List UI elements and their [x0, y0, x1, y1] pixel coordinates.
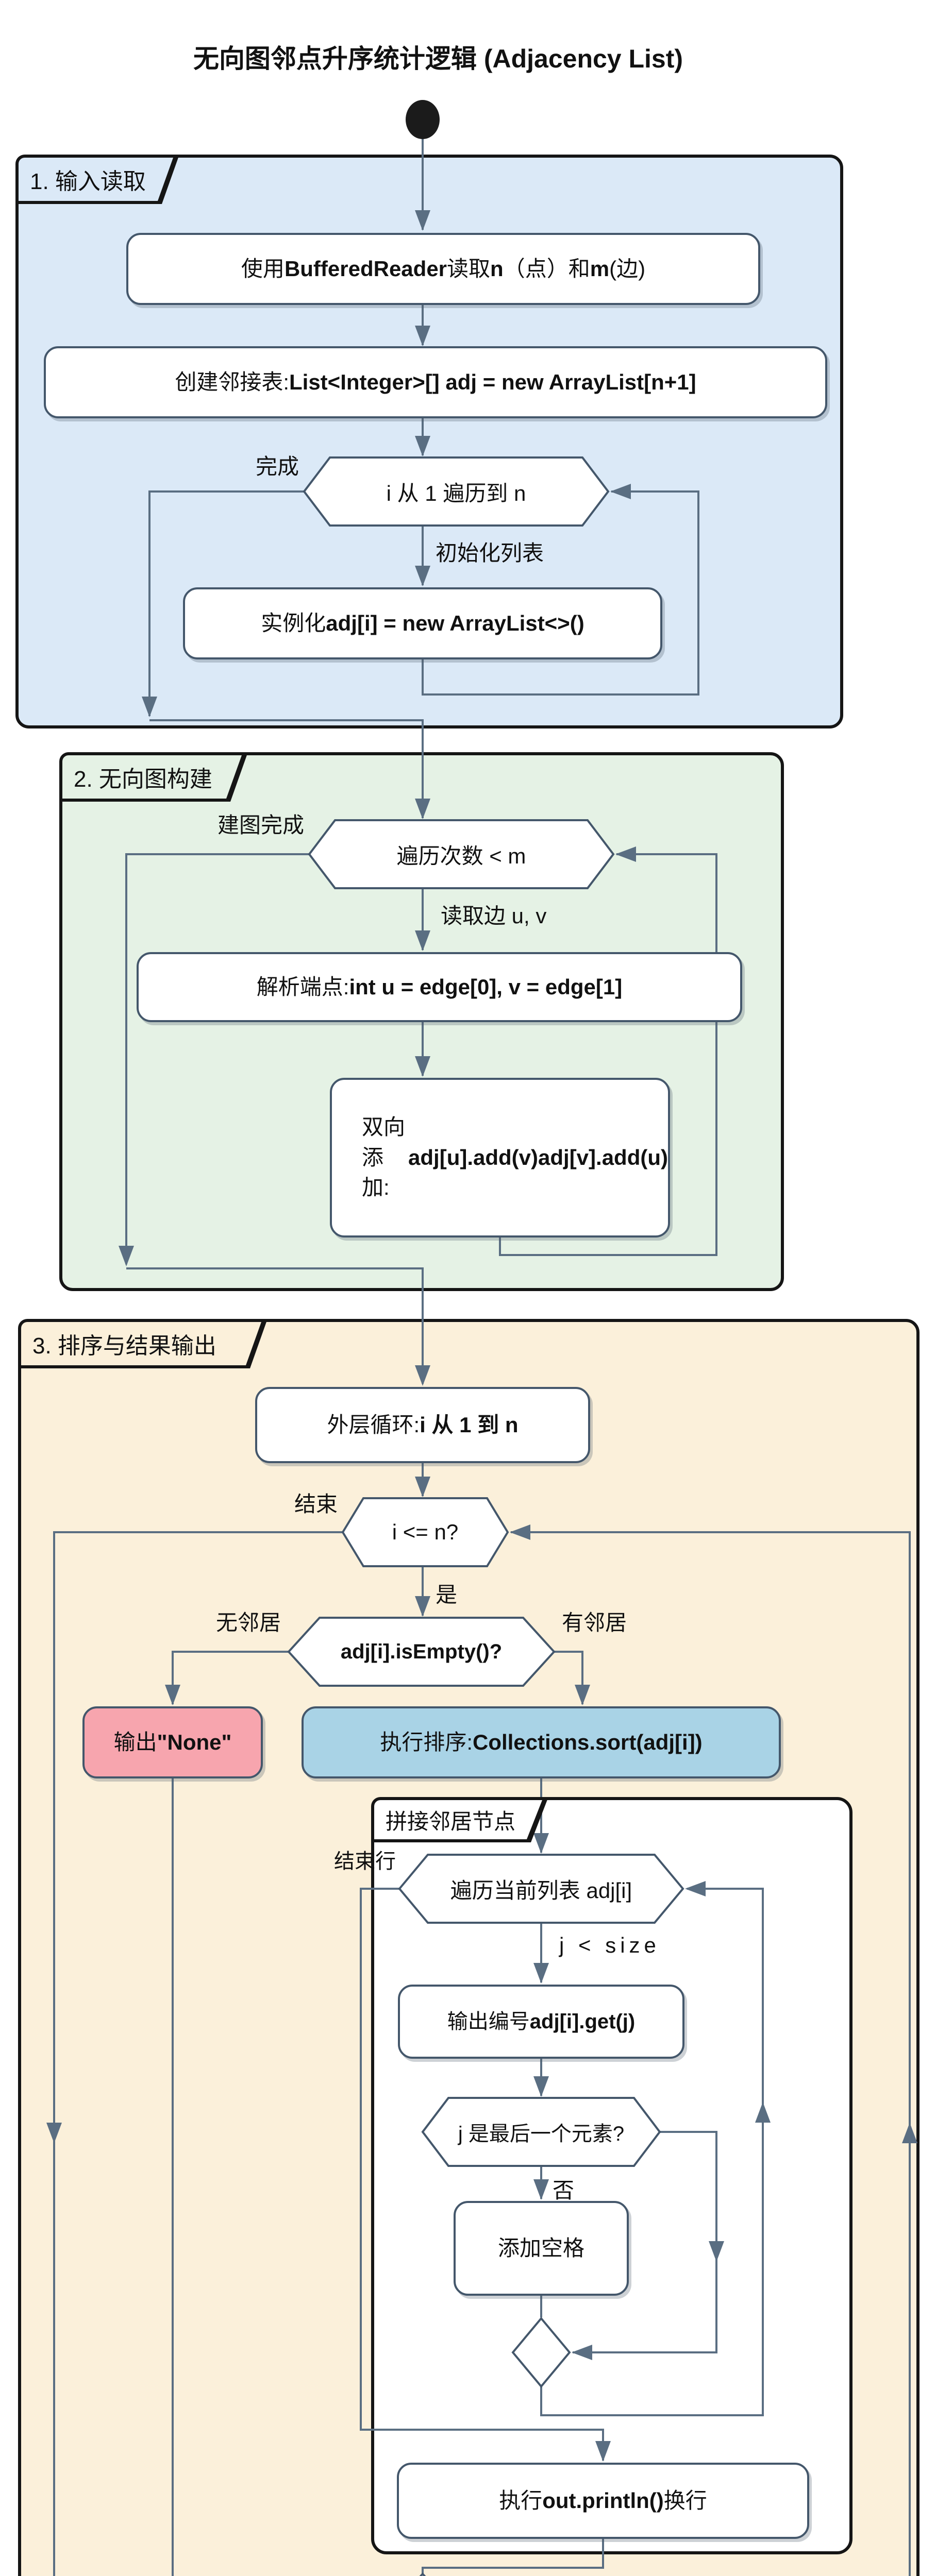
edge-loopm-built	[125, 853, 424, 1384]
edge-init-loopback	[422, 490, 699, 696]
decision-cond-last-text: j 是最后一个元素?	[458, 2123, 625, 2145]
merge-diamond-outer	[419, 2572, 426, 2576]
decision-cond-empty-shape	[287, 1617, 556, 1687]
partition-build-tab: 2. 无向图构建	[59, 752, 248, 802]
edge-label-init-list: 初始化列表	[436, 541, 544, 565]
edge-label-has-neighbor: 有邻居	[562, 1611, 627, 1635]
decision-loop-list-shape	[398, 1854, 684, 1924]
activity-println: 执行 out.println() 换行	[397, 2463, 809, 2539]
edge-merge-loopback	[540, 1888, 764, 2416]
partition-input-tab: 1. 输入读取	[15, 155, 179, 204]
edge-empty-sort	[554, 1651, 583, 1704]
activity-parse-edge: 解析端点: int u = edge[0], v = edge[1]	[137, 952, 742, 1022]
activity-sort: 执行排序: Collections.sort(adj[i])	[302, 1706, 781, 1778]
decision-loop-m-text: 遍历次数 < m	[396, 843, 526, 868]
activity-print-number: 输出编号 adj[i].get(j)	[398, 1985, 684, 2059]
edge-label-no-neighbor: 无邻居	[215, 1611, 281, 1635]
edge-none-merge2	[172, 1778, 174, 2576]
activity-init-list: 实例化 adj[i] = new ArrayList<>()	[183, 587, 662, 659]
edge-label-done: 完成	[255, 454, 299, 479]
partition-input-label: 1. 输入读取	[30, 169, 146, 194]
start-node	[406, 100, 440, 139]
decision-cond-last-shape	[421, 2097, 661, 2167]
edge-empty-none	[172, 1651, 289, 1704]
edge-condin-end	[53, 1531, 343, 2576]
edge-label-yes: 是	[436, 1583, 458, 1607]
edge-label-j-size: j < size	[559, 1933, 660, 1957]
activity-outer-loop: 外层循环: i 从 1 到 n	[255, 1387, 590, 1463]
edge-add-loopback	[499, 853, 717, 1256]
decision-loop-n-text: i 从 1 遍历到 n	[386, 481, 526, 505]
arrowheads	[46, 210, 917, 2462]
decision-loop-n-shape	[303, 456, 610, 527]
edge-label-built: 建图完成	[217, 813, 304, 837]
activity-add-space: 添加空格	[454, 2201, 629, 2296]
partition-join-label: 拼接邻居节点	[386, 1809, 516, 1834]
partition-sort-tab: 3. 排序与结果输出	[18, 1319, 268, 1368]
edge-looplist-endline	[360, 1888, 604, 2461]
decision-cond-in-text: i <= n?	[392, 1520, 459, 1544]
edge-inc-loopback	[511, 1531, 911, 2576]
edge-println-merge2	[422, 2539, 604, 2575]
partition-join-tab: 拼接邻居节点	[371, 1797, 548, 1842]
activity-output-none: 输出 "None"	[82, 1706, 263, 1778]
decision-cond-in-shape	[341, 1497, 509, 1567]
activity-read-nm: 使用 BufferedReader 读取 n（点）和 m(边)	[126, 233, 760, 305]
edge-loopn-done	[148, 490, 424, 818]
decision-loop-list-text: 遍历当前列表 adj[i]	[450, 1878, 632, 1903]
activity-create-adj: 创建邻接表: List<Integer>[] adj = new ArrayLi…	[44, 346, 827, 418]
edge-label-end: 结束	[294, 1492, 338, 1516]
page-title: 无向图邻点升序统计逻辑 (Adjacency List)	[193, 44, 683, 73]
edge-label-read-edge: 读取边 u, v	[441, 904, 547, 928]
partition-build-label: 2. 无向图构建	[74, 767, 212, 792]
partition-sort-label: 3. 排序与结果输出	[32, 1333, 216, 1359]
edge-label-no: 否	[553, 2178, 575, 2202]
decision-loop-m-shape	[308, 819, 615, 889]
merge-diamond-inner	[511, 2316, 571, 2388]
decision-cond-empty-text: adj[i].isEmpty()?	[340, 1640, 503, 1663]
activity-add-both: 双向添加:adj[u].add(v)adj[v].add(u)	[330, 1078, 670, 1238]
edge-label-end-line: 结束行	[334, 1850, 396, 1873]
